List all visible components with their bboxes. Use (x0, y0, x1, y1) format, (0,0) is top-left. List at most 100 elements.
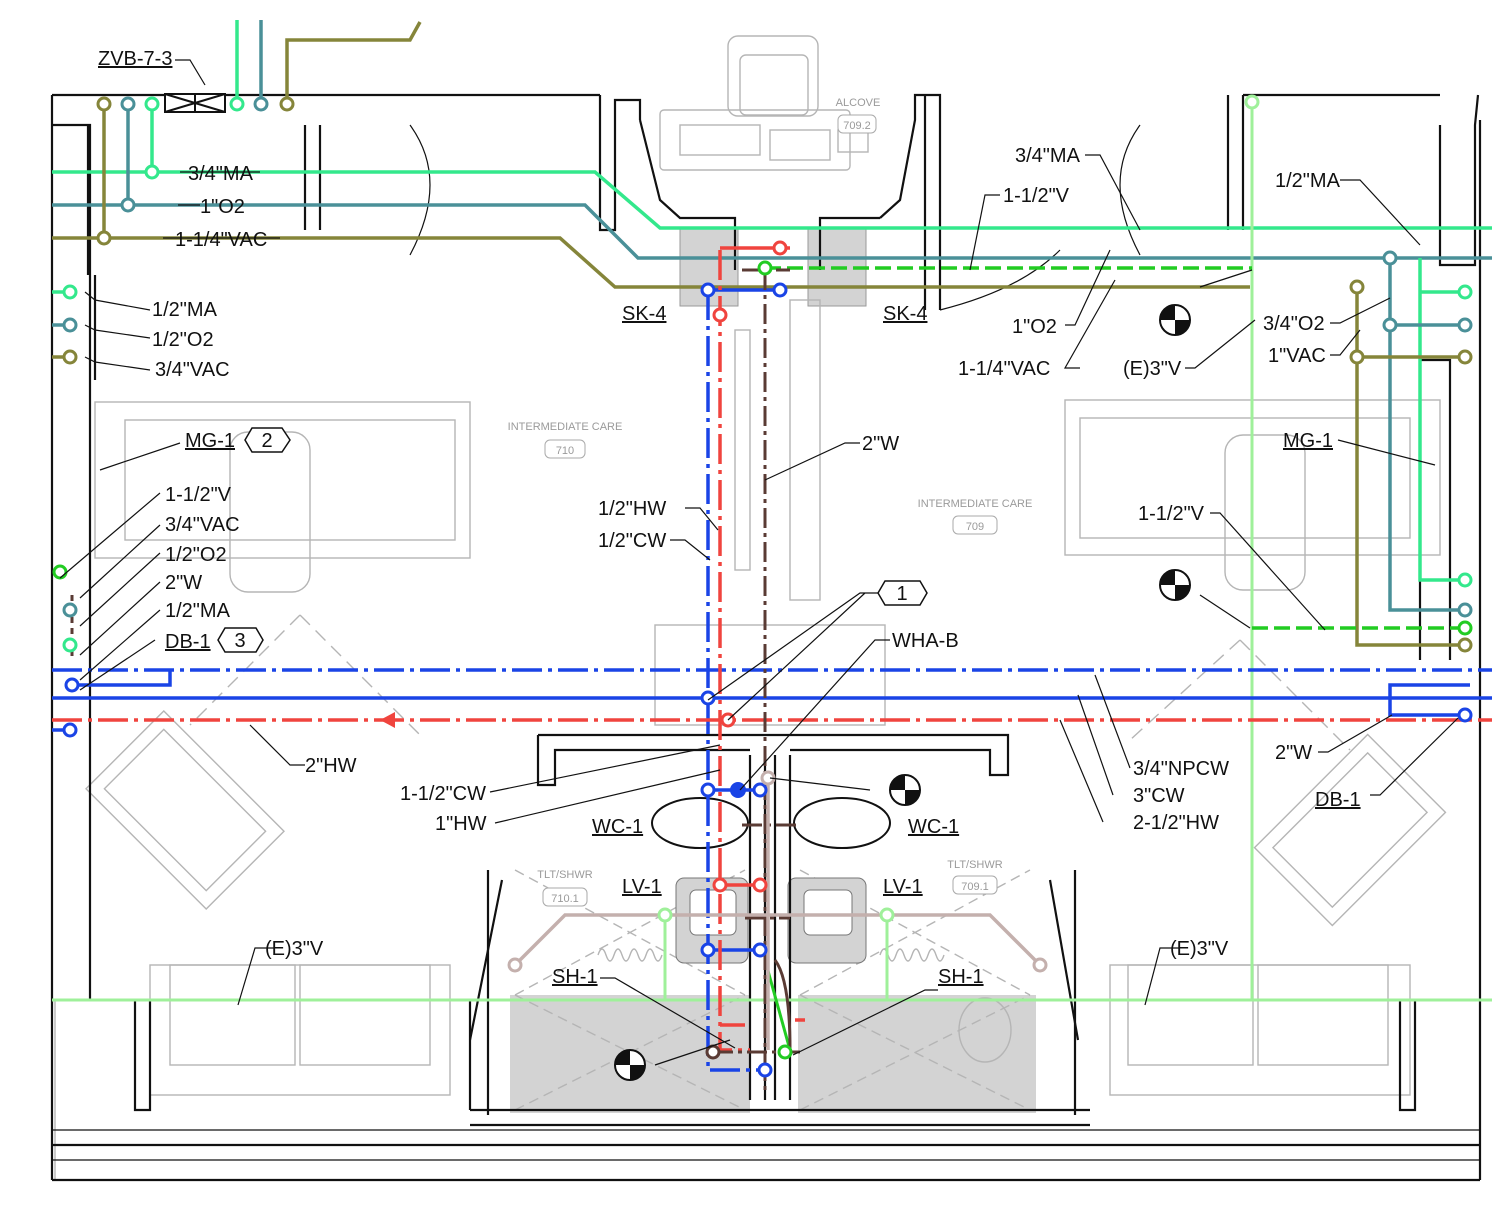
tag-sk4-right: SK-4 (883, 303, 927, 325)
pipe-end-circle-icon (1349, 279, 1365, 295)
pipe-end-circle-icon (879, 907, 895, 923)
pipe-end-circle-icon (1457, 620, 1473, 636)
pipe-labels: 3/4"MA 1"O2 1-1/4"VAC 1/2"MA 1/2"O2 3/4"… (152, 145, 1341, 960)
pipe-end-circle-icon (1244, 94, 1260, 110)
ma-riser (150, 20, 239, 172)
pipe-end-circle-icon (507, 957, 523, 973)
room-7101-number: 710.1 (551, 893, 579, 905)
pipe-end-circle-icon (62, 284, 78, 300)
vacuum-main (52, 236, 1250, 289)
label-v-right: 1-1/2"V (1003, 185, 1070, 207)
shutoff-valve-box-icon (164, 93, 226, 113)
pipe-end-circle-icon (1457, 707, 1473, 723)
label-o2-right: 1"O2 (1012, 316, 1057, 338)
label-vac-main: 1-1/4"VAC (175, 229, 267, 251)
piping-layer (52, 20, 1492, 1090)
keynote-1: 1 (877, 580, 928, 606)
tag-lv1-right: LV-1 (883, 876, 923, 898)
label-cw-112: 1-1/2"CW (400, 783, 486, 805)
label-o2-right-34: 3/4"O2 (1263, 313, 1325, 335)
oxygen-main (52, 203, 1492, 260)
label-ma-half-right: 1/2"MA (1275, 170, 1341, 192)
pipe-end-circle-icon (1457, 284, 1473, 300)
room-names: ALCOVE 709.2 INTERMEDIATE CARE 710 INTER… (508, 97, 1032, 907)
keynote-3: 3 (217, 627, 264, 653)
pipe-end-circle-icon (62, 602, 78, 618)
right-ma-drop (1418, 258, 1465, 582)
pipe-end-circle-icon (772, 282, 788, 298)
label-vac-left: 3/4"VAC (155, 359, 230, 381)
pipe-end-circle-icon (712, 307, 728, 323)
pipe-end-circle-icon (96, 96, 112, 112)
right-vac-drop (1355, 287, 1465, 647)
pipe-end-circle-icon (1457, 349, 1473, 365)
label-hw-half: 1/2"HW (598, 498, 666, 520)
pipe-end-circle-icon (64, 677, 80, 693)
pipe-end-circle-icon (700, 282, 716, 298)
tag-lv1-left: LV-1 (622, 876, 662, 898)
pipe-end-circle-icon (752, 877, 768, 893)
pipe-end-circle-icon (1349, 349, 1365, 365)
pipe-end-circle-icon (1382, 250, 1398, 266)
keynote-2: 2 (244, 427, 291, 453)
pipe-end-circle-icon (253, 96, 269, 112)
pipe-end-circle-icon (657, 907, 673, 923)
pipe-end-circle-icon (279, 96, 295, 112)
keynote-2-text: 2 (261, 430, 272, 452)
label-ma-main: 3/4"MA (188, 163, 254, 185)
label-hw-1: 1"HW (435, 813, 487, 835)
tag-db1-left: DB-1 (165, 631, 211, 653)
leader-lines (59, 59, 1459, 1066)
furniture-layer (54, 35, 1481, 1180)
label-ma-right: 3/4"MA (1015, 145, 1081, 167)
pipe-end-circle-icon (62, 637, 78, 653)
label-o2-main: 1"O2 (200, 196, 245, 218)
label-cw-half: 1/2"CW (598, 530, 666, 552)
label-ev-bottom-left: (E)3"V (265, 938, 324, 960)
label-hw-2: 2"HW (305, 755, 357, 777)
pipe-end-circle-icon (96, 230, 112, 246)
room-7091-name: TLT/SHWR (947, 859, 1002, 871)
pipe-end-circle-icon (144, 96, 160, 112)
pipe-end-circle-icon (229, 96, 245, 112)
label-o2-left-hw: 1/2"O2 (165, 544, 227, 566)
room-709-number: 709 (966, 521, 984, 533)
medical-air-main (52, 170, 1492, 230)
pipe-end-circle-icon (120, 197, 136, 213)
label-hw-212: 2-1/2"HW (1133, 812, 1219, 834)
tag-mg1-right: MG-1 (1283, 430, 1333, 452)
label-w-center: 2"W (862, 433, 899, 455)
pipe-end-circle-icon (62, 317, 78, 333)
pipe-end-circle-icon (700, 782, 716, 798)
pipe-end-circle-icon (712, 877, 728, 893)
tag-wc1-left: WC-1 (592, 816, 643, 838)
waste-line (713, 268, 800, 1090)
vac-riser (102, 21, 422, 238)
pipe-end-circle-icon (1457, 637, 1473, 653)
o2-riser (126, 20, 263, 205)
pipe-end-circle-icon (144, 164, 160, 180)
label-cw-3: 3"CW (1133, 785, 1185, 807)
label-v-right-mid: 1-1/2"V (1138, 503, 1205, 525)
room-710-number: 710 (556, 445, 574, 457)
room-alcove-number: 709.2 (843, 120, 871, 132)
pipe-end-circle-icon (777, 1044, 793, 1060)
pipe-end-circle-icon (52, 564, 68, 580)
keynote-1-text: 1 (896, 583, 907, 605)
section-symbol-icon (889, 774, 921, 806)
pipe-end-circle-icon (62, 349, 78, 365)
section-symbol-icon (1159, 304, 1191, 336)
label-ma-left-hw: 1/2"MA (165, 600, 231, 622)
equipment-tags: ZVB-7-3 SK-4 SK-4 MG-1 MG-1 DB-1 DB-1 WC… (98, 48, 1361, 988)
pipe-end-circle-icon (757, 1062, 773, 1078)
section-symbols (614, 304, 1191, 1081)
room-7101-name: TLT/SHWR (537, 869, 592, 881)
tag-sh1-right: SH-1 (938, 966, 984, 988)
label-w-right: 2"W (1275, 742, 1312, 764)
pipe-end-circle-icon (700, 690, 716, 706)
section-symbol-icon (1159, 569, 1191, 601)
pipe-end-circle-icon (1032, 957, 1048, 973)
pipe-end-circle-icon (1457, 602, 1473, 618)
label-ev-top: (E)3"V (1123, 358, 1182, 380)
